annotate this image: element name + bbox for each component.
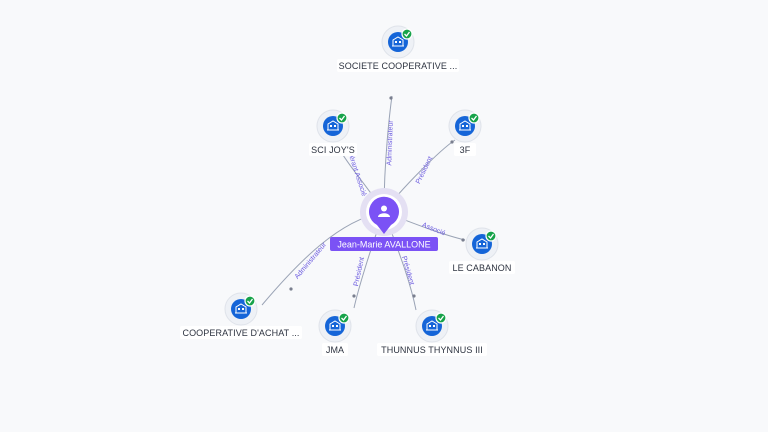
building-icon [476,238,488,249]
edge-arrow-marker [352,294,356,298]
center-label-badge: Jean-Marie AVALLONE [330,237,438,251]
node-label-box: THUNNUS THYNNUS III [377,343,487,356]
building-icon [392,36,404,47]
edge-arrow-marker [461,238,465,242]
node-label-box: SOCIETE COOPERATIVE ... [337,59,459,72]
node-label: LE CABANON [452,263,511,273]
node-label-box: LE CABANON [449,261,515,274]
verified-check-icon [244,295,256,307]
verified-check-icon [336,112,348,124]
edge-role-label: Administrateur [294,241,329,281]
node-label: SOCIETE COOPERATIVE ... [339,61,458,71]
building-icon [459,120,471,131]
verified-check-icon [338,312,350,324]
building-icon [426,320,438,331]
node-label-box: 3F [454,143,476,156]
node-label-box: SCI JOY'S [309,143,357,156]
node-label: 3F [460,145,471,155]
node-label-box: JMA [322,343,348,356]
building-icon [329,320,341,331]
company-node-n5[interactable]: COOPERATIVE D'ACHAT ... [180,292,302,339]
building-icon [235,303,247,314]
company-node-n2[interactable]: SCI JOY'S [309,109,357,156]
company-node-n7[interactable]: THUNNUS THYNNUS III [377,309,487,356]
node-label-box: COOPERATIVE D'ACHAT ... [180,326,302,339]
node-label: THUNNUS THYNNUS III [381,345,483,355]
node-label: SCI JOY'S [311,145,355,155]
verified-check-icon [435,312,447,324]
verified-check-icon [401,28,413,40]
company-node-n3[interactable]: 3F [448,109,482,156]
edge-role-label: Associé [421,222,446,238]
edge-arrow-marker [389,96,393,100]
edge-arrow-marker [450,140,454,144]
building-icon [327,120,339,131]
center-person-node[interactable] [360,188,408,236]
node-label: JMA [326,345,344,355]
node-label: COOPERATIVE D'ACHAT ... [182,328,299,338]
edge-role-label: Président [400,255,415,285]
company-node-n4[interactable]: LE CABANON [449,227,515,274]
person-icon [378,205,390,217]
company-node-n6[interactable]: JMA [318,309,352,356]
edge-arrow-marker [412,294,416,298]
verified-check-icon [485,230,497,242]
edge-role-label: Gérant Associé [346,150,367,197]
edge-role-label: Administrateur [386,120,395,166]
edge-arrow-marker [289,287,293,291]
edge-role-label: Président [415,155,434,185]
company-node-n1[interactable]: SOCIETE COOPERATIVE ... [337,25,459,72]
verified-check-icon [468,112,480,124]
center-person-label: Jean-Marie AVALLONE [337,239,430,249]
node-layer: SOCIETE COOPERATIVE ... SCI JOY'S 3F LE CAB… [180,25,515,356]
